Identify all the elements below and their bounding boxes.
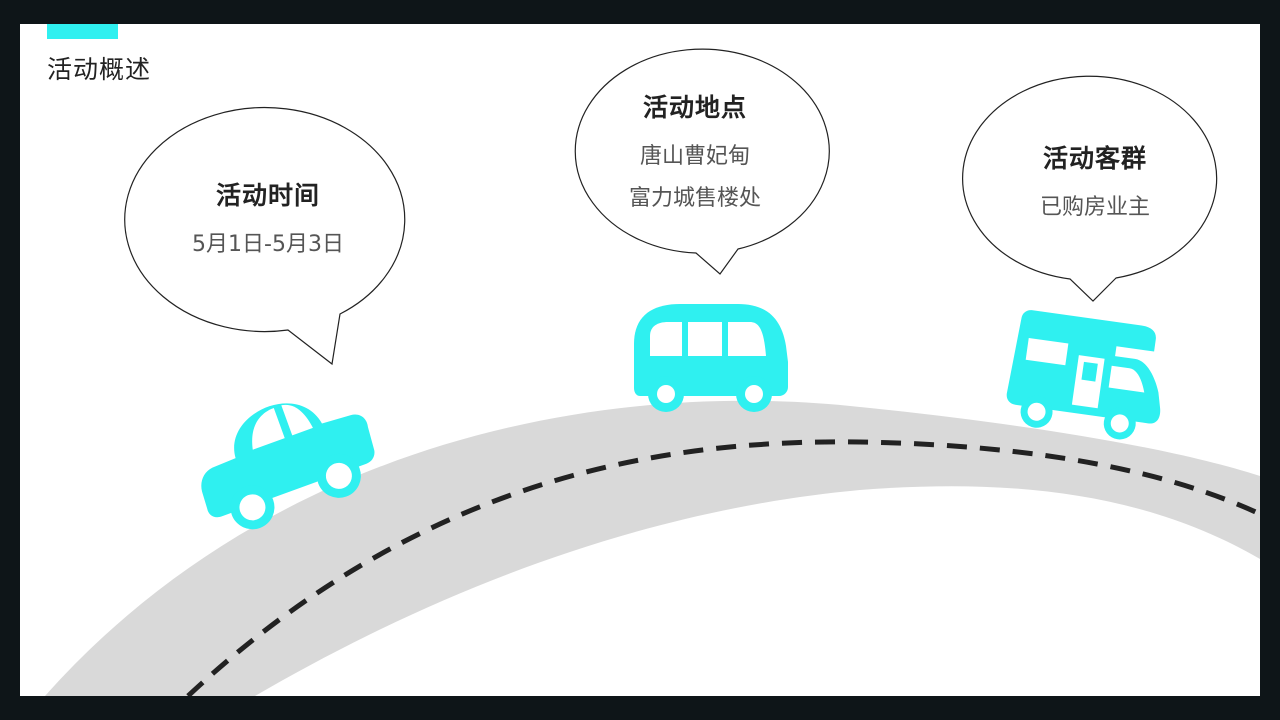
car-icon [201, 403, 375, 530]
activity-time-heading: 活动时间 [215, 181, 320, 210]
bubble-location-outline [574, 48, 830, 275]
bus-icon [634, 304, 788, 412]
page-title: 活动概述 [47, 55, 152, 84]
activity-audience-heading: 活动客群 [1042, 144, 1147, 173]
bubble-activity-location: 活动地点 唐山曹妃甸 富力城售楼处 [595, 88, 795, 212]
road [45, 400, 1260, 696]
activity-time-dates: 5月1日-5月3日 [192, 232, 344, 257]
title-accent-bar [47, 24, 118, 39]
road-dashed-line [186, 439, 1260, 696]
activity-audience-line: 已购房业主 [1039, 195, 1150, 220]
bubble-audience-outline [962, 75, 1218, 302]
slide: 活动概述 [20, 24, 1260, 696]
activity-location-line-2: 富力城售楼处 [628, 186, 761, 211]
bubble-time-outline [124, 106, 406, 366]
activity-location-heading: 活动地点 [642, 93, 747, 122]
road-scene [45, 48, 1260, 696]
activity-location-line-1: 唐山曹妃甸 [639, 144, 750, 169]
camper-van-icon [1006, 310, 1161, 440]
bubble-activity-audience: 活动客群 已购房业主 [995, 139, 1195, 221]
bubble-activity-time: 活动时间 5月1日-5月3日 [168, 176, 368, 258]
